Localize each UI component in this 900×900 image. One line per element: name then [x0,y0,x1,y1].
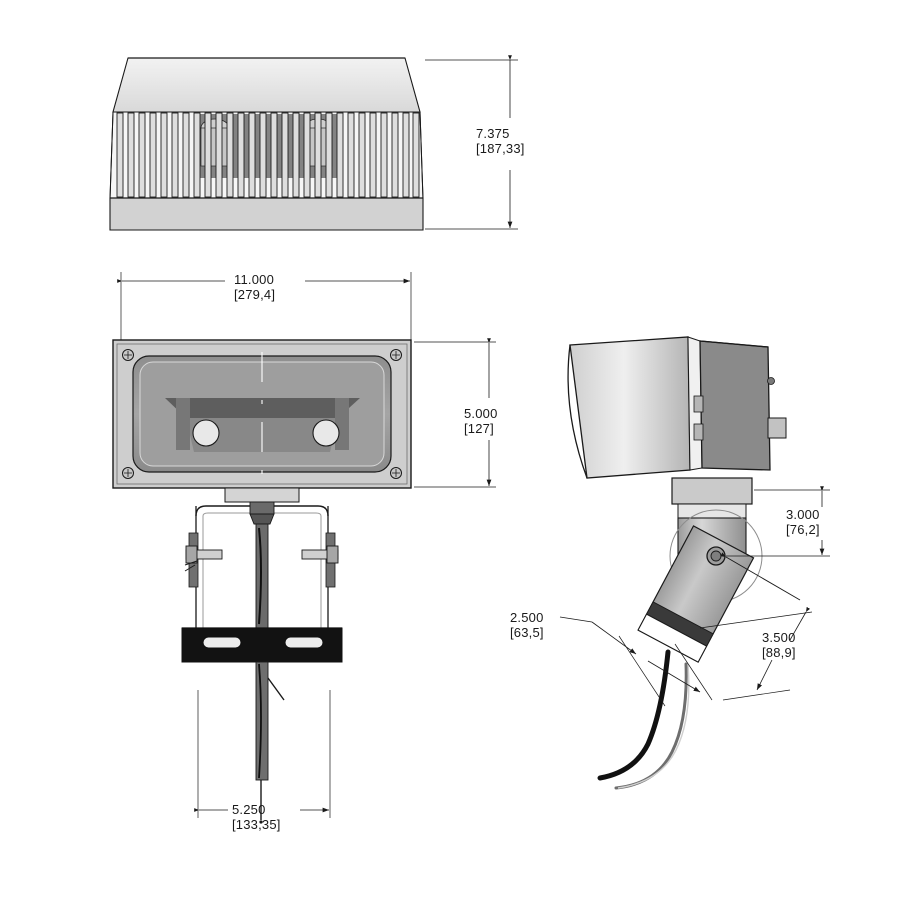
knuckle-knob-left [184,545,223,572]
dimension-pivot-offset-3000 [720,486,830,601]
dimension-face-height-5000 [414,338,496,488]
dimension-arm-depth-2500 [559,616,713,707]
dimension-value: 7.375 [476,126,510,141]
dimension-metric: [279,4] [234,287,276,302]
dimension-width-11000 [117,272,412,345]
dimension-metric: [127] [464,421,494,436]
side-view-profile [567,336,787,790]
dimension-label-pivot-offset: 3.000 [76,2] [786,507,820,537]
front-view-fixture [112,339,412,503]
dimension-value: 2.500 [510,610,544,625]
dimension-metric: [187,33] [476,141,525,156]
knuckle-knob-right [301,545,339,564]
dimension-value: 5.000 [464,406,498,421]
dimension-value: 3.500 [762,630,796,645]
dimension-value: 5.250 [232,802,266,817]
corner-screws [122,349,402,479]
top-view-heatsink [109,57,424,231]
front-view-mounting-bracket [181,501,343,824]
dimension-value: 11.000 [234,272,274,287]
dimension-label-bracket-width: 5.250 [133,35] [232,802,281,832]
dimension-label-face-height: 5.000 [127] [464,406,498,436]
dimension-label-height: 7.375 [187,33] [476,126,525,156]
dimension-metric: [88,9] [762,645,796,660]
dimension-arm-width-3500 [699,606,813,701]
dimension-height-7375 [425,55,518,230]
dimension-metric: [63,5] [510,625,544,640]
dimension-metric: [76,2] [786,522,820,537]
dimension-label-width: 11.000 [279,4] [234,272,275,302]
dimension-label-arm-width: 3.500 [88,9] [762,630,796,660]
dimension-label-arm-depth: 2.500 [63,5] [510,610,544,640]
dimension-metric: [133,35] [232,817,281,832]
dimension-value: 3.000 [786,507,820,522]
dimension-bracket-width-5250 [194,690,331,818]
